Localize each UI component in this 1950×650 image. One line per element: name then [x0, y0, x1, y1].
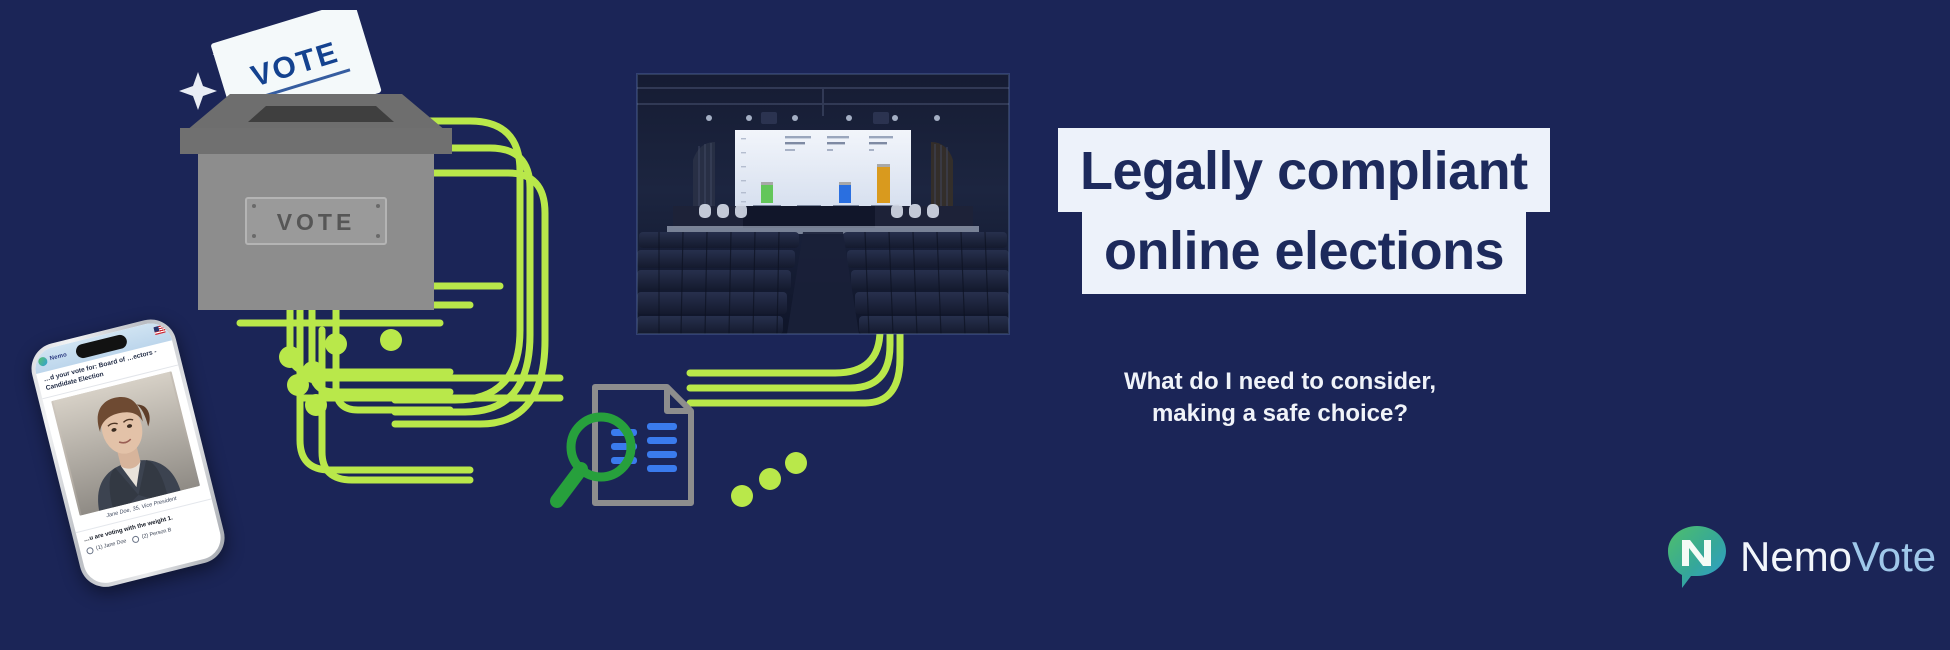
- phone-mockup: Nemo …d your vote for: Board of …ectors …: [25, 294, 314, 610]
- chart-bar: [839, 184, 851, 203]
- phone-app-name: Nemo: [49, 352, 68, 363]
- auditorium-photo: [637, 74, 1009, 334]
- subheading-line-2: making a safe choice?: [1151, 399, 1409, 427]
- brand-name-part1: Nemo: [1740, 533, 1853, 580]
- radio-icon[interactable]: [131, 534, 140, 544]
- phone-frame: Nemo …d your vote for: Board of …ectors …: [25, 313, 231, 593]
- nemovote-logo[interactable]: NemoVote: [1660, 518, 1936, 596]
- nemovote-logo-icon: [37, 355, 49, 367]
- circuit-node: [279, 329, 807, 507]
- subheading: What do I need to consider, making a saf…: [1060, 366, 1500, 429]
- headline-line-2: online elections: [1082, 212, 1527, 294]
- chart-bar: [877, 166, 890, 203]
- candidate-photo: [51, 371, 201, 516]
- nemovote-mark-icon: [1668, 526, 1726, 588]
- svg-text:VOTE: VOTE: [277, 209, 356, 235]
- headline: Legally compliant online elections: [1058, 128, 1578, 294]
- us-flag-icon[interactable]: [153, 324, 166, 336]
- document-with-magnifier-icon: [545, 375, 705, 515]
- radio-icon[interactable]: [85, 546, 95, 555]
- brand-wordmark: NemoVote: [1740, 536, 1936, 578]
- magnifier-icon: [550, 412, 636, 508]
- headline-line-1: Legally compliant: [1058, 128, 1550, 212]
- chart-bar: [761, 184, 773, 203]
- subheading-line-1: What do I need to consider,: [1123, 368, 1437, 395]
- brand-name-part2: Vote: [1852, 533, 1937, 580]
- ballot-box-illustration: VOTE VOTE: [170, 0, 460, 310]
- phone-screen: Nemo …d your vote for: Board of …ectors …: [30, 318, 226, 588]
- ballot-slot: [248, 106, 394, 122]
- document-outline: [592, 384, 694, 506]
